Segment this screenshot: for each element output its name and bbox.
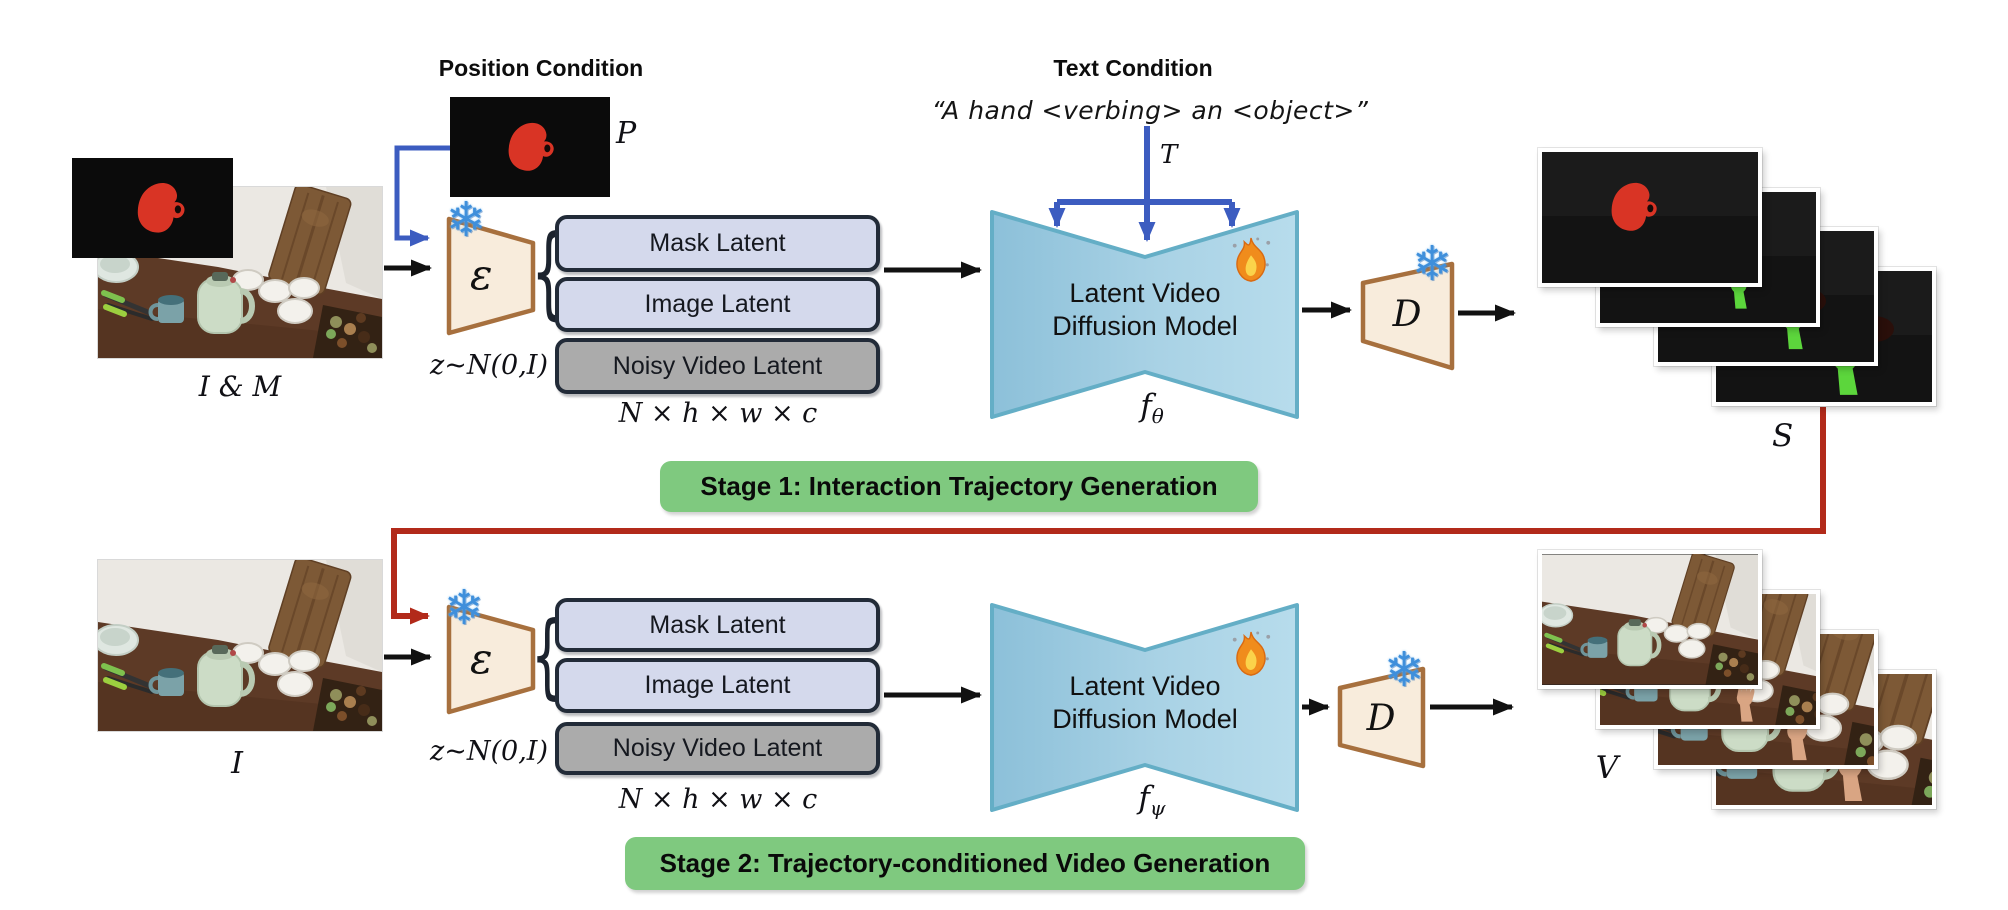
model1-symbol: fθ — [1122, 388, 1182, 428]
position-condition-title: Position Condition — [438, 55, 644, 81]
decoder2-symbol: D — [1366, 698, 1396, 739]
mask-latent-box-stage2: Mask Latent — [555, 598, 880, 652]
dims-label-stage1: N × h × w × c — [618, 398, 818, 429]
fn-subscript: ψ — [1149, 796, 1166, 821]
noise-label-stage2: z~N(0,I) — [430, 736, 548, 767]
input-label-stage1: I & M — [198, 370, 282, 403]
image-latent-label: Image Latent — [644, 290, 791, 318]
flame-icon — [1228, 630, 1274, 680]
fn-letter: f — [1138, 780, 1150, 816]
fn-subscript: θ — [1151, 404, 1164, 429]
noisy-video-latent-label: Noisy Video Latent — [612, 734, 823, 762]
text-prompt: “A hand <verbing> an <object>” — [931, 96, 1369, 125]
input-mask-image — [72, 158, 233, 258]
input-image-stage2 — [98, 560, 382, 731]
mask-latent-label: Mask Latent — [649, 610, 786, 639]
decoder1-symbol: D — [1392, 294, 1422, 335]
position-label: P — [616, 116, 637, 151]
snowflake-icon: ❄ — [1412, 236, 1453, 292]
snowflake-icon: ❄ — [446, 192, 487, 248]
image-latent-label: Image Latent — [644, 671, 791, 699]
text-condition-title: Text Condition — [1053, 55, 1213, 81]
stage1-banner: Stage 1: Interaction Trajectory Generati… — [660, 461, 1258, 512]
dims-label-stage2: N × h × w × c — [618, 784, 818, 815]
snowflake-icon: ❄ — [1384, 642, 1425, 698]
trajectory-frame-1 — [1538, 148, 1762, 287]
snowflake-icon: ❄ — [444, 580, 485, 636]
fn-letter: f — [1140, 388, 1152, 424]
mask-latent-box-stage1: Mask Latent — [555, 215, 880, 272]
noise-label-stage1: z~N(0,I) — [430, 350, 548, 381]
text-symbol-label: T — [1160, 140, 1178, 170]
mask-latent-label: Mask Latent — [649, 229, 786, 257]
model2-name-line1: Latent Video — [1069, 671, 1221, 701]
video-output-label: V — [1595, 750, 1619, 786]
noisy-video-latent-box-stage2: Noisy Video Latent — [555, 722, 880, 775]
encoder1-symbol: ε — [470, 250, 493, 299]
noisy-video-latent-box-stage1: Noisy Video Latent — [555, 338, 880, 394]
video-frame-1 — [1538, 550, 1762, 689]
input-label-stage2: I — [231, 746, 243, 781]
model1-name-line1: Latent Video — [1069, 278, 1221, 308]
model2-name-line2: Diffusion Model — [1052, 704, 1238, 734]
model1-name-line2: Diffusion Model — [1052, 311, 1238, 341]
stage2-banner-label: Stage 2: Trajectory-conditioned Video Ge… — [659, 848, 1271, 878]
position-condition-image — [450, 97, 610, 197]
noisy-video-latent-label: Noisy Video Latent — [612, 351, 823, 380]
arrow-position-to-encoder1 — [394, 145, 450, 247]
encoder2-symbol: ε — [470, 634, 493, 683]
trajectory-output-label: S — [1772, 418, 1794, 454]
image-latent-box-stage1: Image Latent — [555, 277, 880, 332]
flame-icon — [1228, 236, 1274, 286]
model2-symbol: fψ — [1122, 780, 1182, 820]
image-latent-box-stage2: Image Latent — [555, 658, 880, 713]
stage1-banner-label: Stage 1: Interaction Trajectory Generati… — [700, 471, 1218, 501]
stage2-banner: Stage 2: Trajectory-conditioned Video Ge… — [625, 837, 1305, 890]
